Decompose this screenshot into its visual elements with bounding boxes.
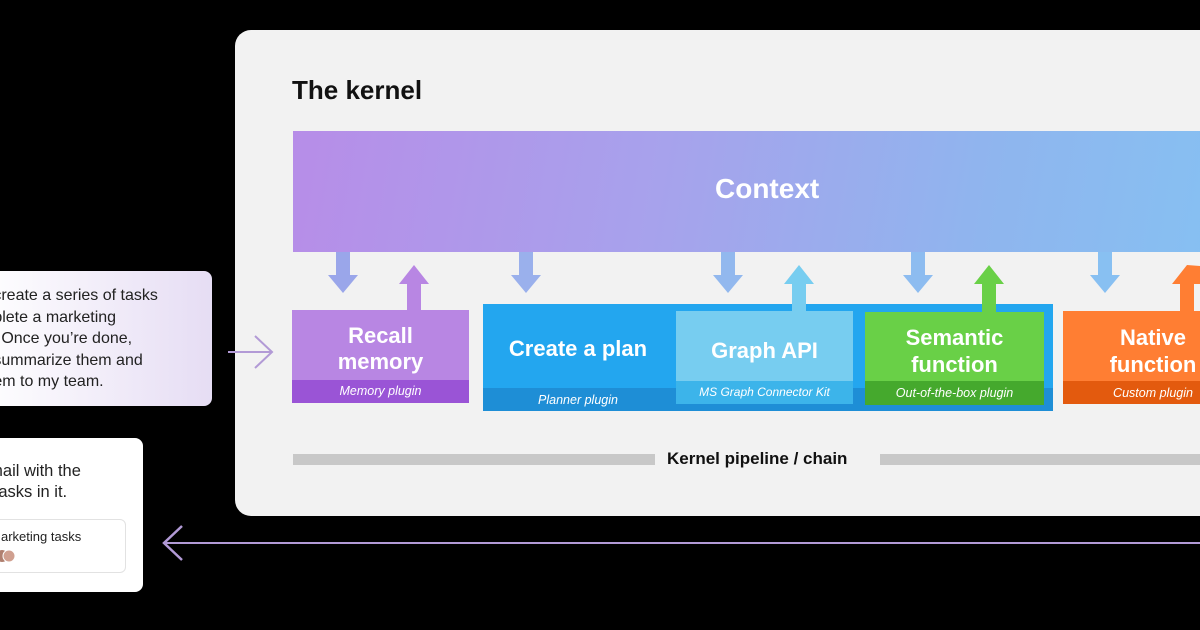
memory-subtitle: Memory plugin (339, 384, 422, 398)
planner-subtitle: Planner plugin (538, 393, 618, 407)
task-attachment[interactable]: arketing tasks (0, 519, 126, 573)
planner-title: Create a plan (508, 336, 648, 361)
attachment-label: arketing tasks (1, 529, 82, 544)
down-arrow-native-icon (1090, 252, 1120, 293)
native-function-title: Native function (1109, 325, 1197, 377)
up-arrow-native-icon (1172, 265, 1200, 311)
return-arrow-icon (162, 525, 1200, 561)
avatar-stack-icon (0, 549, 16, 563)
up-arrow-semantic-icon (974, 265, 1004, 312)
user-request-text: e create a series of tasks mplete a mark… (0, 287, 158, 390)
semantic-function-subtitle: Out-of-the-box plugin (895, 386, 1014, 400)
down-arrow-memory-icon (328, 252, 358, 293)
pipeline-bar-right (880, 454, 1200, 465)
response-text: email with the d tasks in it. (0, 462, 81, 501)
up-arrow-graph-icon (784, 265, 814, 311)
graph-api-title: Graph API (711, 338, 818, 363)
graph-api-strip (676, 381, 853, 404)
semantic-function-strip (865, 381, 1044, 405)
down-arrow-graph-icon (713, 252, 743, 293)
semantic-function-title: Semantic function (905, 325, 1004, 377)
context-label: Context (715, 173, 820, 204)
native-function-subtitle: Custom plugin (1113, 386, 1193, 400)
graph-api-subtitle: MS Graph Connector Kit (699, 385, 830, 399)
up-arrow-memory-icon (399, 265, 429, 310)
memory-title: Recall memory (337, 323, 424, 374)
native-function-strip (1063, 381, 1200, 404)
pipeline-label: Kernel pipeline / chain (667, 449, 848, 468)
memory-plugin-strip (292, 380, 469, 403)
context-bar (293, 131, 1200, 252)
down-arrow-planner-icon (511, 252, 541, 293)
pipeline-bar-left (293, 454, 655, 465)
kernel-panel (235, 30, 1200, 516)
user-request-card: e create a series of tasks mplete a mark… (0, 271, 212, 406)
kernel-title: The kernel (292, 75, 423, 105)
down-arrow-semantic-icon (903, 252, 933, 293)
input-arrow-icon (228, 335, 274, 369)
